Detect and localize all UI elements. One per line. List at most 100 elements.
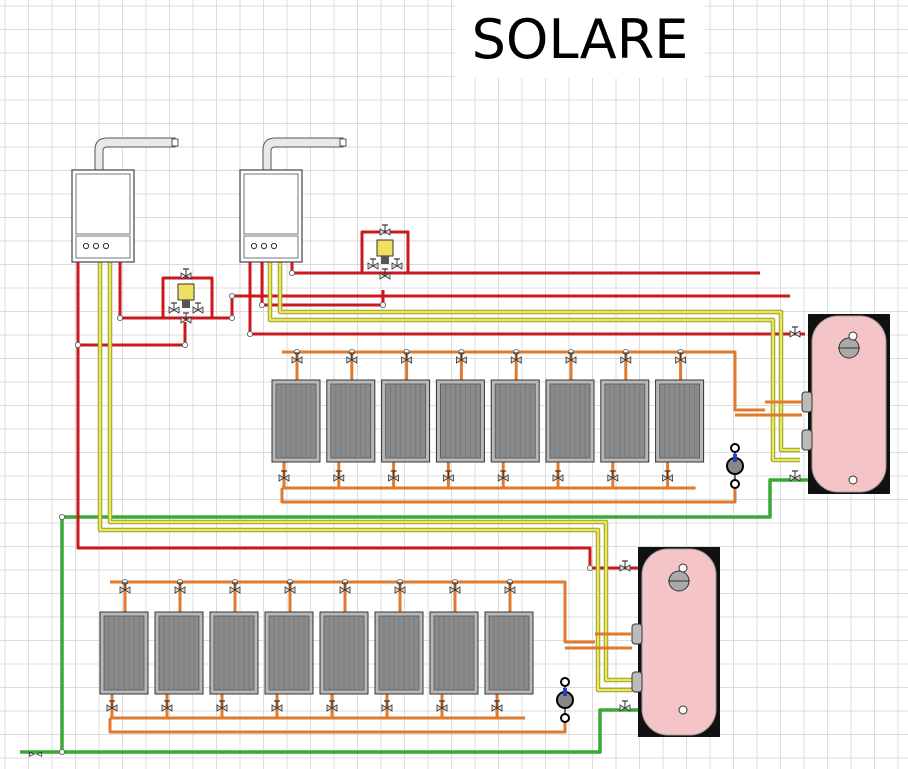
tank-port [678, 563, 688, 573]
tank-port [678, 705, 688, 715]
valve-body [789, 474, 796, 482]
flue-pipe [262, 137, 344, 173]
control-knob-icon [250, 242, 258, 250]
solar-return-loop [280, 488, 737, 504]
valve-body [381, 704, 388, 712]
valve-body [515, 356, 522, 364]
boiler2-return [260, 262, 385, 307]
pipe-joint [228, 314, 235, 321]
pump-valve [560, 677, 570, 687]
sensor-cable-upper-2 [278, 262, 800, 452]
valve-body [557, 474, 564, 482]
boiler-1 [71, 137, 179, 263]
pump-valve [730, 443, 740, 453]
valve-body [346, 356, 353, 364]
mixing-valve-actuator [376, 239, 394, 257]
flue-cap [171, 138, 179, 147]
valve-body [276, 704, 283, 712]
valve-icon [619, 700, 631, 712]
valve-body [185, 316, 192, 324]
pipe-joint [379, 301, 386, 308]
mixing-valve-body [381, 256, 389, 264]
valve-body [180, 272, 187, 280]
mixing-valve-body [182, 300, 190, 308]
valve-body [509, 586, 516, 594]
valve-body [401, 356, 408, 364]
valve-icon [106, 700, 118, 712]
valve-body [502, 474, 509, 482]
valve-icon [229, 582, 241, 594]
pump-indicator [563, 688, 567, 696]
heat-exchanger-flange [631, 671, 643, 693]
valve-body [221, 704, 228, 712]
solar-flow-header [282, 350, 765, 412]
valve-body [396, 262, 403, 270]
valve-body [283, 474, 290, 482]
valve-body [379, 228, 386, 236]
valve-icon [326, 700, 338, 712]
sensor-cables [97, 262, 800, 693]
valve-icon [449, 582, 461, 594]
valve-icon [161, 700, 173, 712]
valve-icon [180, 268, 192, 280]
valve-icon [284, 582, 296, 594]
valve-body [296, 356, 303, 364]
valve-body [173, 306, 180, 314]
valve-body [449, 586, 456, 594]
valve-body [351, 356, 358, 364]
valve-icon [291, 352, 303, 364]
valve-body [624, 564, 631, 572]
sensor-cable-lower-1 [98, 262, 632, 692]
valve-icon [381, 700, 393, 712]
valve-body [455, 356, 463, 364]
lower-row [99, 579, 595, 734]
valve-icon [339, 582, 351, 594]
pipe-joint [181, 341, 188, 348]
valve-body [399, 586, 406, 594]
mixing-valve-actuator [177, 283, 195, 301]
valve-body [161, 704, 168, 712]
meter-icon: ⊳⊲ [28, 750, 43, 760]
valve-body [344, 586, 351, 594]
pipe-joint [228, 292, 235, 299]
valve-body [278, 474, 285, 482]
title-box: SOLARE [455, 0, 705, 78]
pump-upper [726, 443, 744, 489]
valve-icon [168, 302, 180, 314]
valve-body [229, 586, 236, 594]
valve-body [454, 586, 461, 594]
valve-body [504, 586, 511, 594]
valve-icon [789, 470, 801, 482]
cold-water-branch [60, 478, 805, 752]
valve-body [666, 474, 673, 482]
pipe-joint [288, 269, 295, 276]
valve-icon [367, 258, 379, 270]
valve-body [111, 704, 118, 712]
valve-body [619, 564, 626, 572]
valve-body [379, 272, 386, 280]
valve-icon [455, 352, 467, 364]
valve-body [386, 704, 393, 712]
valve-body [607, 474, 614, 482]
valve-icon [442, 470, 454, 482]
valve-body [367, 262, 374, 270]
valve-icon [565, 352, 577, 364]
valve-body [496, 704, 503, 712]
solar-return-loop [108, 718, 567, 734]
valve-icon [119, 582, 131, 594]
valve-body [675, 356, 682, 364]
valve-body [460, 356, 467, 364]
valve-body [497, 474, 504, 482]
valve-icon [662, 470, 673, 482]
valve-icon [379, 268, 391, 280]
valve-icon [192, 302, 204, 314]
valve-icon [216, 700, 228, 712]
valve-body [174, 586, 181, 594]
valve-body [405, 356, 413, 364]
valve-body [789, 330, 796, 338]
valve-body [338, 474, 345, 482]
valve-icon [388, 470, 400, 482]
valve-body [384, 228, 391, 236]
